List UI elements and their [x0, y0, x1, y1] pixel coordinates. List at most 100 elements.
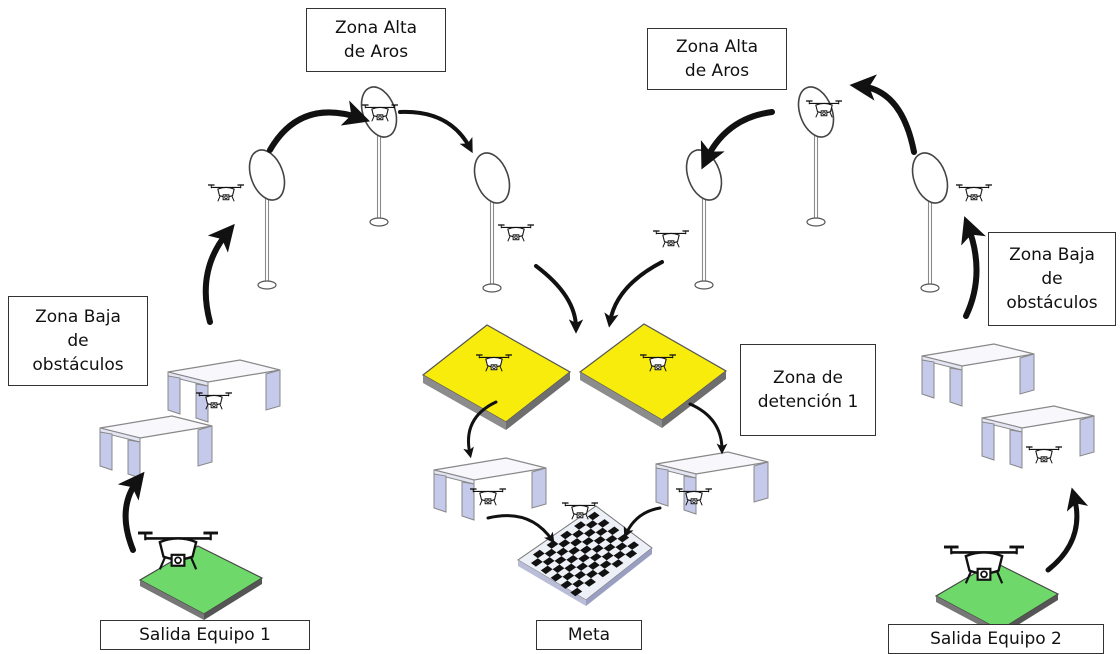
checker-square	[605, 534, 618, 544]
drone-icon	[956, 184, 992, 203]
checker-square	[583, 528, 596, 538]
checker-square	[546, 540, 559, 549]
drone-icon	[676, 488, 712, 507]
checker-square	[597, 519, 610, 528]
flow-arrow-icon	[961, 216, 986, 319]
label-line: obstáculos	[32, 355, 124, 375]
checker-square	[582, 537, 594, 546]
checker-square	[544, 548, 557, 558]
checker-square	[560, 580, 573, 589]
checker-square	[615, 542, 628, 551]
label-line: Zona de	[773, 368, 843, 388]
checker-square	[595, 527, 608, 537]
checker-square	[532, 549, 545, 559]
flow-arrow-icon	[267, 100, 371, 153]
label-line: Zona Baja	[35, 307, 121, 327]
checker-square	[556, 547, 569, 557]
checker-square	[578, 554, 590, 563]
bench-obstacle-icon	[167, 359, 281, 423]
label-line: Zona Baja	[1009, 245, 1095, 265]
label-line: Zona Alta	[675, 37, 759, 57]
flow-arrow-icon	[398, 109, 473, 154]
checkered-finish-pad-icon	[517, 505, 653, 606]
checker-square	[587, 561, 600, 570]
high-zone-label-right: Zona Alta de Aros	[647, 28, 787, 90]
hoop-ring-icon	[242, 144, 292, 290]
start-team-2-label: Salida Equipo 2	[888, 624, 1104, 654]
low-zone-label-right: Zona Baja de obstáculos	[988, 232, 1116, 326]
checker-square	[613, 550, 626, 560]
flow-arrow-icon	[463, 400, 498, 459]
high-zone-label-left: Zona Alta de Aros	[306, 8, 446, 72]
checker-square	[601, 551, 614, 561]
low-zone-label-left: Zona Baja de obstáculos	[8, 296, 148, 386]
hoop-ring-icon	[905, 147, 955, 293]
stop-zone-label: Zona de detención 1	[740, 344, 876, 436]
checker-square	[589, 552, 602, 562]
checker-square	[570, 538, 583, 547]
checker-square	[586, 569, 598, 579]
hoop-ring-icon	[679, 144, 729, 290]
hoop-ring-icon	[467, 147, 517, 293]
flow-arrow-icon	[604, 260, 664, 328]
checker-square	[591, 544, 604, 553]
checker-square	[593, 536, 606, 545]
flow-arrow-icon	[486, 514, 555, 544]
checker-square	[552, 564, 565, 574]
checker-square	[554, 556, 567, 565]
label-line: obstáculos	[1006, 293, 1098, 313]
checker-square	[560, 530, 573, 540]
checker-square	[558, 539, 571, 548]
flow-arrow-icon	[623, 506, 662, 538]
checker-square	[570, 587, 583, 597]
label-line: de Aros	[343, 42, 409, 62]
checker-square	[580, 545, 592, 554]
flow-arrow-icon	[202, 223, 235, 325]
checker-square	[597, 568, 610, 578]
label-line: detención 1	[757, 392, 859, 412]
drone-icon	[498, 224, 534, 243]
label-line: de	[67, 331, 89, 351]
checker-square	[564, 563, 577, 572]
checker-square	[572, 579, 585, 588]
checker-square	[607, 526, 620, 535]
flow-arrow-icon	[688, 402, 728, 455]
label-line: Zona Alta	[334, 18, 418, 38]
drone-icon	[470, 488, 506, 507]
label-line: de	[1041, 269, 1063, 289]
drone-icon	[1026, 446, 1062, 465]
flow-arrow-icon	[117, 471, 145, 553]
flow-arrow-icon	[534, 264, 584, 334]
checker-square	[568, 546, 581, 556]
drone-icon	[208, 184, 244, 203]
checker-square	[530, 558, 543, 567]
landing-pad-icon	[578, 323, 728, 428]
bench-obstacle-icon	[433, 457, 547, 521]
landing-pad-icon	[421, 324, 572, 430]
label-line: de Aros	[684, 61, 750, 81]
bench-obstacle-icon	[99, 415, 213, 479]
checker-square	[576, 562, 588, 571]
checker-square	[584, 578, 596, 587]
landing-pad-icon	[138, 545, 264, 620]
checker-square	[574, 570, 587, 580]
checker-square	[587, 511, 600, 521]
checker-square	[566, 555, 579, 564]
drone-icon	[653, 230, 689, 249]
bench-obstacle-icon	[921, 343, 1035, 407]
checker-square	[562, 571, 575, 581]
finish-label: Meta	[536, 620, 642, 650]
checker-square	[574, 521, 586, 530]
checker-square	[611, 559, 624, 568]
checker-square	[599, 560, 612, 569]
hoop-ring-icon	[354, 81, 404, 227]
checker-square	[603, 543, 616, 552]
checker-square	[585, 520, 598, 529]
checker-square	[625, 549, 638, 559]
start-team-1-label: Salida Equipo 1	[100, 620, 310, 650]
bench-obstacle-icon	[655, 451, 769, 515]
flow-arrow-icon	[849, 74, 917, 155]
flow-arrow-icon	[700, 109, 775, 170]
